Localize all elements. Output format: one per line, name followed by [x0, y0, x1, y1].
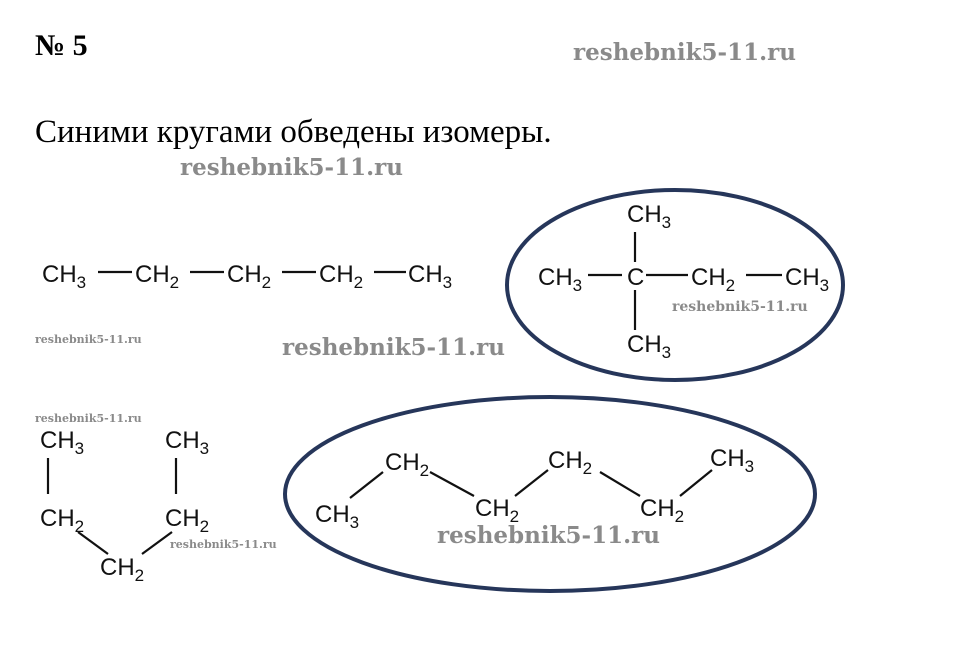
group: CH3	[710, 445, 754, 476]
group: CH2	[548, 447, 592, 478]
watermark: reshebnik5-11.ru	[672, 299, 808, 315]
isomer-ellipse	[283, 395, 817, 593]
group: CH3	[408, 261, 452, 292]
watermark: reshebnik5-11.ru	[35, 412, 142, 425]
group: C	[627, 264, 644, 291]
problem-number: № 5	[35, 29, 88, 62]
group: CH2	[165, 505, 209, 536]
group: CH3	[538, 264, 582, 295]
group: CH3	[315, 501, 359, 532]
statement: Синими кругами обведены изомеры.	[35, 114, 552, 150]
watermark: reshebnik5-11.ru	[180, 154, 403, 181]
molecule-hexane: CH3 CH2 CH2 CH2 CH2 CH3	[315, 445, 754, 532]
group: CH3	[40, 427, 84, 458]
group: CH3	[42, 261, 86, 292]
group: CH2	[227, 261, 271, 292]
group: CH3	[627, 331, 671, 362]
watermark: reshebnik5-11.ru	[35, 333, 142, 346]
group: CH2	[135, 261, 179, 292]
group: CH2	[691, 264, 735, 295]
watermark: reshebnik5-11.ru	[437, 522, 660, 549]
group: CH2	[40, 505, 84, 536]
watermark: reshebnik5-11.ru	[170, 538, 277, 551]
molecule-pentane-bent: CH3 CH2 CH2 CH2 CH3	[40, 427, 209, 585]
group: CH3	[785, 264, 829, 295]
watermark: reshebnik5-11.ru	[282, 334, 505, 361]
watermark: reshebnik5-11.ru	[573, 39, 796, 66]
group: CH2	[385, 449, 429, 480]
molecule-pentane: CH3 CH2 CH2 CH2 CH3	[42, 261, 452, 292]
group: CH3	[165, 427, 209, 458]
group: CH2	[475, 495, 519, 526]
group: CH2	[319, 261, 363, 292]
group: CH2	[640, 495, 684, 526]
molecule-dimethylbutane: CH3 C CH2 CH3 CH3 CH3	[538, 201, 829, 362]
group: CH3	[627, 201, 671, 232]
isomer-ellipse	[505, 188, 845, 382]
group: CH2	[100, 554, 144, 585]
